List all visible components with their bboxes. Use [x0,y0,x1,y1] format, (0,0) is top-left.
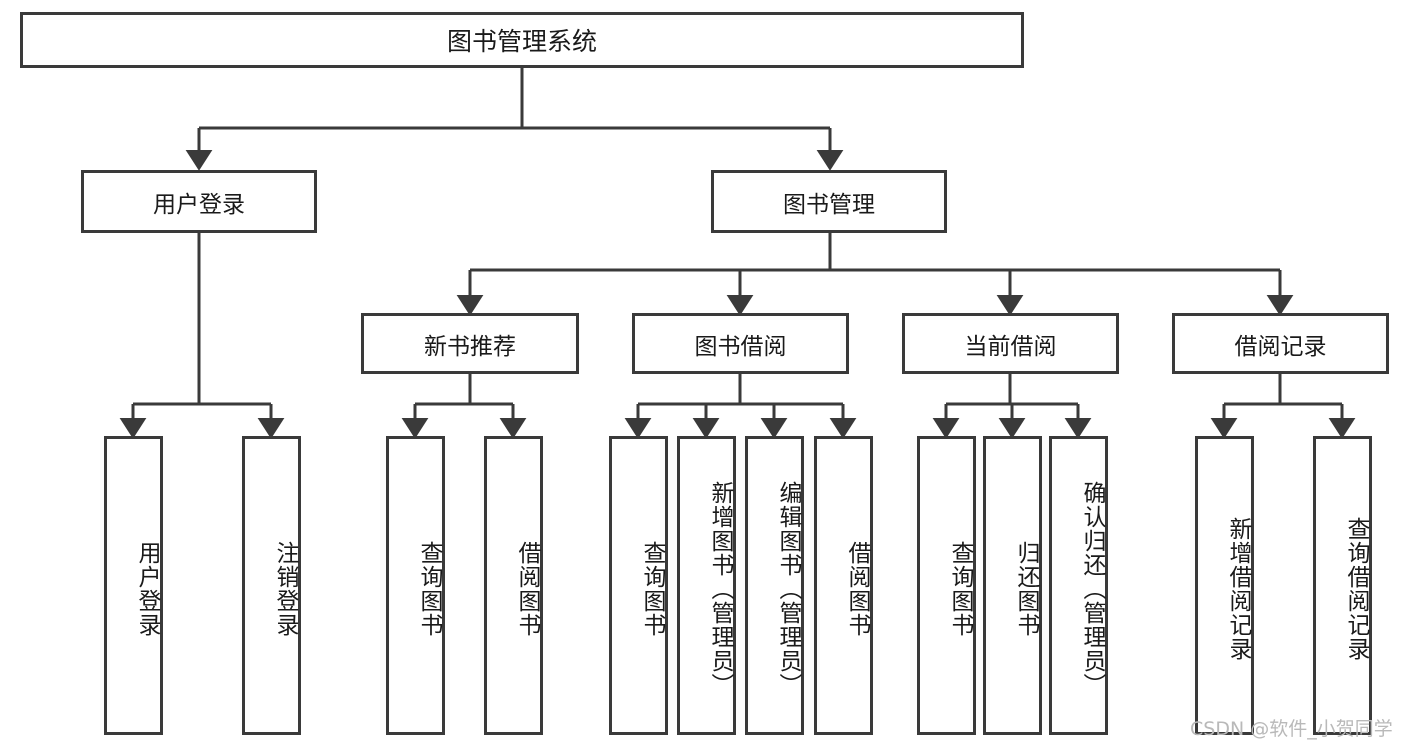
node-user-login[interactable]: 用户登录 [81,170,317,233]
leaf-label: 查询借阅记录 [1343,516,1369,661]
leaf-current-query-book[interactable]: 查询图书 [917,436,976,735]
node-book-management[interactable]: 图书管理 [711,170,947,233]
leaf-label: 编辑图书（管理员） [775,480,801,697]
node-new-book-recommend[interactable]: 新书推荐 [361,313,579,374]
leaf-record-add-record[interactable]: 新增借阅记录 [1195,436,1254,735]
leaf-current-confirm-return-admin[interactable]: 确认归还（管理员） [1049,436,1108,735]
leaf-label: 借阅图书 [514,540,540,637]
leaf-recommend-query-book[interactable]: 查询图书 [386,436,445,735]
node-book-borrow[interactable]: 图书借阅 [632,313,849,374]
leaf-recommend-borrow-book[interactable]: 借阅图书 [484,436,543,735]
leaf-label: 查询图书 [416,540,442,637]
csdn-watermark: CSDN @软件_小贺同学 [1190,718,1393,740]
leaf-user-login-logout[interactable]: 注销登录 [242,436,301,735]
leaf-user-login-login[interactable]: 用户登录 [104,436,163,735]
leaf-label: 查询图书 [947,540,973,637]
leaf-label: 注销登录 [272,540,298,637]
node-root-system[interactable]: 图书管理系统 [20,12,1024,68]
leaf-label: 借阅图书 [844,540,870,637]
leaf-label: 确认归还（管理员） [1079,480,1105,697]
leaf-borrow-add-book-admin[interactable]: 新增图书（管理员） [677,436,736,735]
leaf-label: 用户登录 [134,540,160,637]
node-borrow-record[interactable]: 借阅记录 [1172,313,1389,374]
leaf-current-return-book[interactable]: 归还图书 [983,436,1042,735]
node-current-borrow[interactable]: 当前借阅 [902,313,1119,374]
leaf-label: 归还图书 [1013,540,1039,637]
leaf-label: 新增图书（管理员） [707,480,733,697]
leaf-label: 查询图书 [639,540,665,637]
leaf-borrow-edit-book-admin[interactable]: 编辑图书（管理员） [745,436,804,735]
leaf-borrow-query-book[interactable]: 查询图书 [609,436,668,735]
leaf-label: 新增借阅记录 [1225,516,1251,661]
leaf-record-query-record[interactable]: 查询借阅记录 [1313,436,1372,735]
leaf-borrow-borrow-book[interactable]: 借阅图书 [814,436,873,735]
